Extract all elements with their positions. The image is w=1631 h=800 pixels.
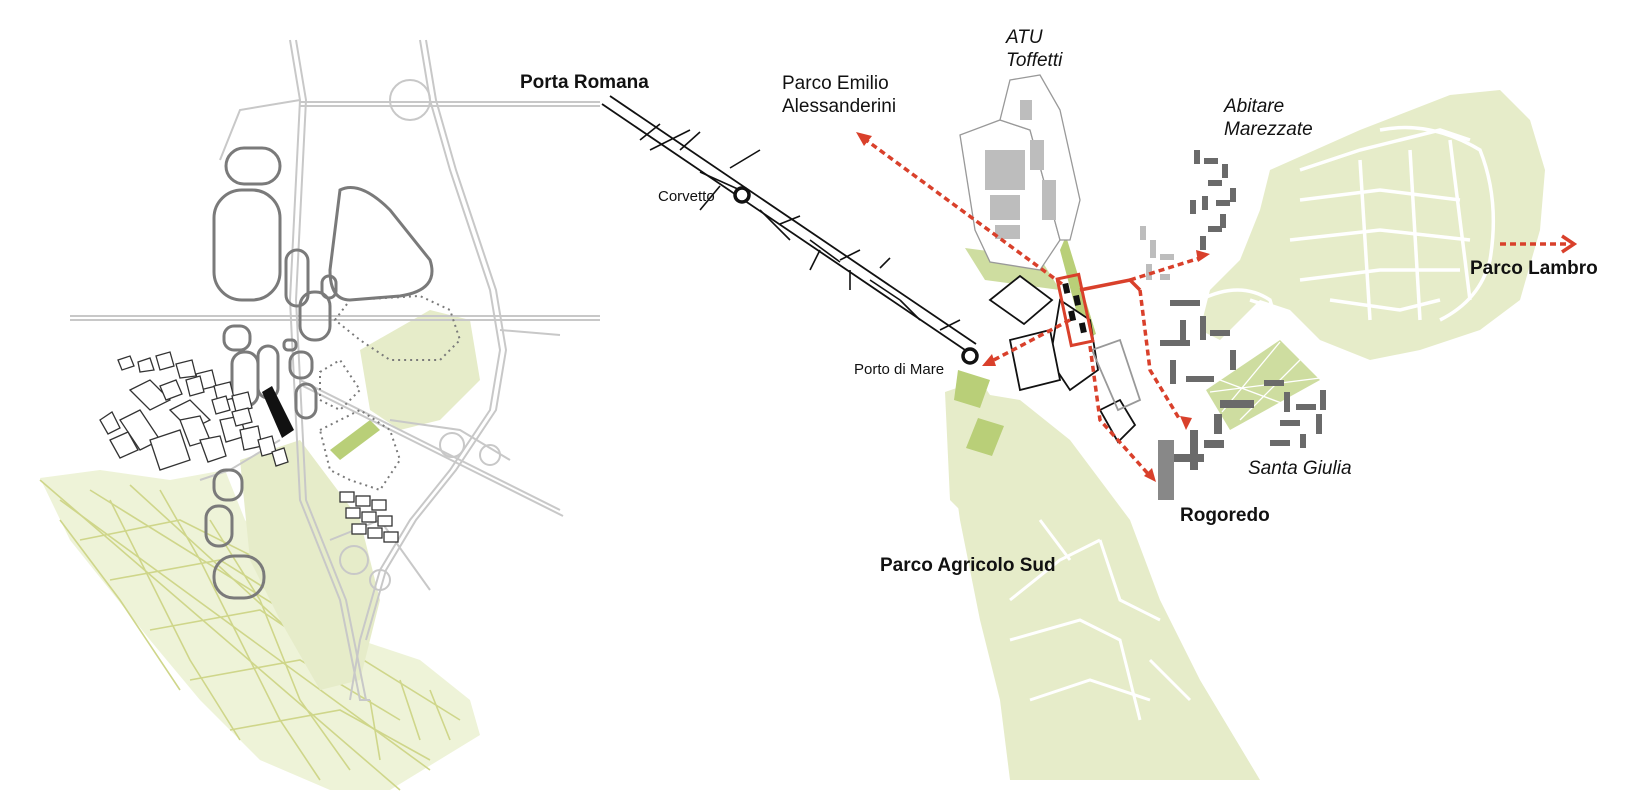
metro-line xyxy=(601,95,977,353)
south-street-grid xyxy=(39,479,461,791)
arrow-parco-lambro-icon xyxy=(1561,234,1578,254)
label-santa-giulia: Santa Giulia xyxy=(1248,458,1352,479)
left-park-strip xyxy=(330,420,380,460)
parco-agricolo-sud-area xyxy=(950,390,1260,780)
parco-agricolo-paths xyxy=(1009,519,1192,721)
arrow-porto-di-mare-icon xyxy=(982,354,996,366)
light-grey-blocks xyxy=(1140,226,1174,280)
label-porta-romana: Porta Romana xyxy=(520,72,649,93)
route-to-rogoredo xyxy=(1088,345,1152,478)
left-dotted-outlines xyxy=(318,294,462,492)
label-porto-di-mare: Porto di Mare xyxy=(854,361,945,378)
parco-lambro-paths xyxy=(1199,125,1496,352)
porto-di-mare-station-icon xyxy=(961,347,979,365)
arrow-rogoredo-icon xyxy=(1144,468,1156,482)
label-parco-lambro: Parco Lambro xyxy=(1470,258,1598,279)
grey-residential-blocks xyxy=(1160,150,1326,470)
left-small-blocks xyxy=(339,491,399,543)
right-site-map xyxy=(601,74,1578,780)
atu-toffetti-block xyxy=(959,74,1081,271)
red-connection-routes xyxy=(856,132,1578,482)
label-atu-toffetti: ATU Toffetti xyxy=(1006,27,1063,71)
arrow-parco-emilio-icon xyxy=(856,132,872,146)
metro-branches xyxy=(639,123,961,331)
left-site-map xyxy=(39,39,600,791)
parco-lambro-area xyxy=(1200,90,1545,360)
green-parcel-porto xyxy=(954,370,990,408)
project-site-red-outline xyxy=(1055,272,1095,348)
left-building-cluster xyxy=(99,351,289,471)
label-corvetto: Corvetto xyxy=(658,188,715,205)
route-to-santa-giulia xyxy=(1138,289,1182,421)
label-parco-emilio: Parco Emilio Alessanderini xyxy=(782,73,897,117)
green-parcel-south xyxy=(966,418,1004,456)
label-abitare-marezzate: Abitare Marezzate xyxy=(1224,96,1313,140)
label-rogoredo: Rogoredo xyxy=(1180,505,1270,526)
arrow-marezzate-icon xyxy=(1196,250,1210,262)
project-site-blocks xyxy=(1062,282,1087,334)
route-to-porto-di-mare xyxy=(989,318,1071,364)
route-to-marezzate xyxy=(1129,256,1201,282)
route-to-parco-emilio xyxy=(864,138,1064,286)
highlighted-site-building xyxy=(262,386,294,438)
south-district-area xyxy=(40,470,480,790)
left-park-east xyxy=(360,310,480,430)
rogoredo-station xyxy=(1158,440,1174,500)
label-parco-agricolo-sud: Parco Agricolo Sud xyxy=(880,555,1056,576)
corvetto-station-icon xyxy=(733,186,751,204)
left-oval-blocks xyxy=(204,146,434,600)
arrow-santa-giulia-icon xyxy=(1180,416,1192,430)
